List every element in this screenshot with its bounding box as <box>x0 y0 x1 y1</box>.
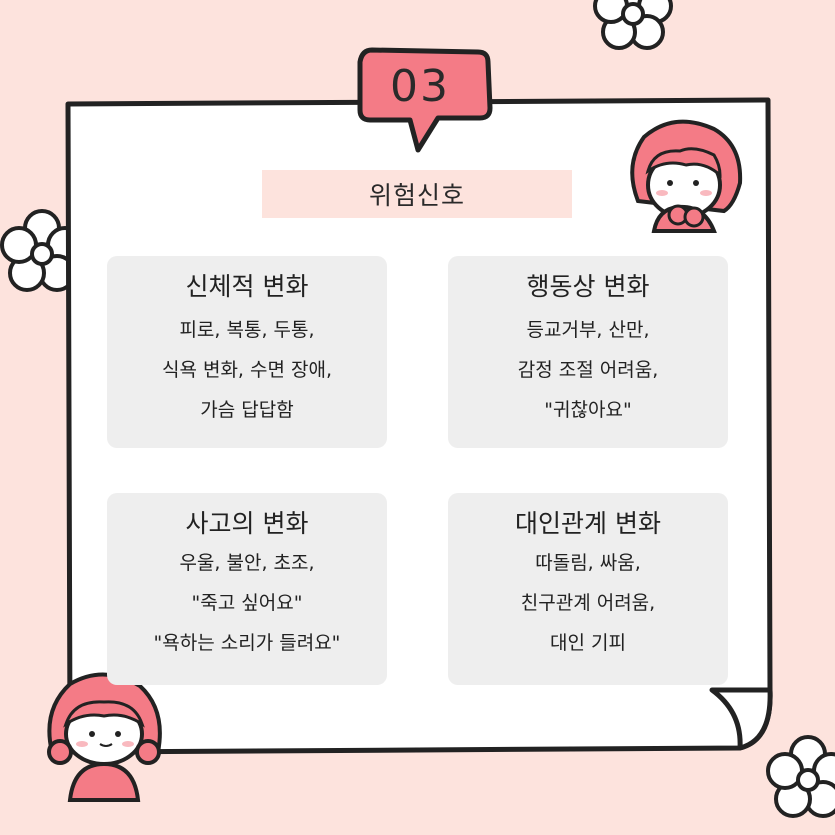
card-line: "욕하는 소리가 들려요" <box>153 632 341 654</box>
speech-badge-icon <box>357 47 493 153</box>
card-heading: 행동상 변화 <box>526 272 650 301</box>
card-line: 친구관계 어려움, <box>520 592 656 614</box>
character-icon <box>47 672 162 802</box>
card-relationship-changes: 대인관계 변화 따돌림, 싸움, 친구관계 어려움, 대인 기피 <box>448 493 728 685</box>
card-line: 감정 조절 어려움, <box>517 359 659 381</box>
card-line: 등교거부, 산만, <box>526 319 650 341</box>
card-heading: 신체적 변화 <box>185 272 309 301</box>
card-line: "귀찮아요" <box>544 399 632 421</box>
page-title: 위험신호 <box>262 170 572 218</box>
card-physical-changes: 신체적 변화 피로, 복통, 두통, 식욕 변화, 수면 장애, 가슴 답답함 <box>107 256 387 448</box>
page-title-text: 위험신호 <box>368 181 465 210</box>
card-heading: 대인관계 변화 <box>515 509 661 538</box>
card-line: 따돌림, 싸움, <box>535 552 641 574</box>
flower-icon <box>766 735 835 818</box>
card-line: "죽고 싶어요" <box>191 592 303 614</box>
section-number: 03 <box>390 60 450 112</box>
card-thought-changes: 사고의 변화 우울, 불안, 초조, "죽고 싶어요" "욕하는 소리가 들려요… <box>107 493 387 685</box>
character-icon <box>630 119 743 233</box>
card-line: 피로, 복통, 두통, <box>179 319 315 341</box>
card-behavior-changes: 행동상 변화 등교거부, 산만, 감정 조절 어려움, "귀찮아요" <box>448 256 728 448</box>
card-line: 식욕 변화, 수면 장애, <box>161 359 333 381</box>
card-line: 우울, 불안, 초조, <box>179 552 315 574</box>
paper-curl <box>709 687 773 751</box>
card-line: 가슴 답답함 <box>200 399 294 421</box>
card-heading: 사고의 변화 <box>185 509 309 538</box>
card-line: 대인 기피 <box>550 632 626 654</box>
flower-icon <box>593 0 673 50</box>
